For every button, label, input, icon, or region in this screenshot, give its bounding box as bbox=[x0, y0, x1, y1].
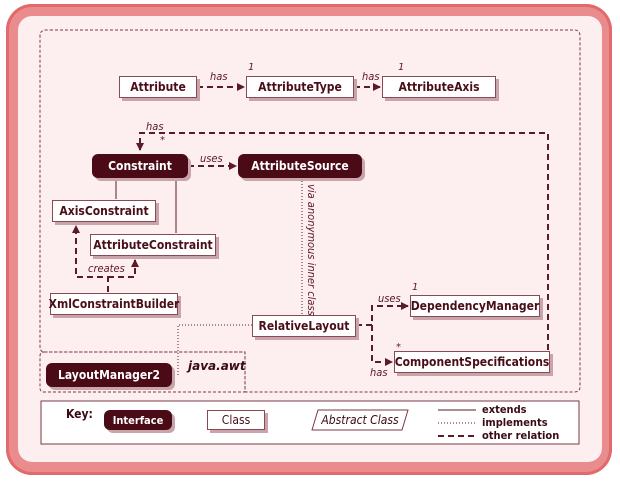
class-xmlconstraintbuilder[interactable]: XmlConstraintBuilder bbox=[49, 293, 179, 315]
class-relativelayout[interactable]: RelativeLayout bbox=[252, 315, 356, 337]
edge-relativelayout-has-componentspecs bbox=[371, 325, 393, 366]
key-title: Key: bbox=[66, 407, 93, 421]
class-dependencymanager[interactable]: DependencyManager bbox=[410, 295, 540, 317]
class-attributeconstraint[interactable]: AttributeConstraint bbox=[90, 234, 216, 256]
mult-attribute-axis: 1 bbox=[398, 62, 405, 73]
class-axisconstraint[interactable]: AxisConstraint bbox=[52, 200, 156, 222]
key-extends-label: extends bbox=[482, 403, 527, 416]
interface-attributesource[interactable]: AttributeSource bbox=[238, 154, 362, 178]
key-other-relation-label: other relation bbox=[482, 429, 560, 442]
java-awt-package-boundary bbox=[39, 351, 246, 393]
mult-componentspecs: * bbox=[396, 342, 401, 353]
label-via-anonymous-inner-class: via anonymous inner class bbox=[305, 184, 318, 316]
label-has-attribute-type: has bbox=[210, 70, 228, 83]
label-has-attribute-axis: has bbox=[362, 70, 380, 83]
key-interface-sample: Interface bbox=[104, 410, 172, 430]
label-uses-attributesource: uses bbox=[200, 152, 223, 165]
package-label-java-awt: java.awt bbox=[188, 359, 246, 373]
key-abstract-class-label: Abstract Class bbox=[321, 413, 399, 427]
mult-constraint: * bbox=[160, 135, 165, 146]
class-componentspecifications[interactable]: ComponentSpecifications bbox=[394, 351, 550, 373]
key-abstract-class-shape bbox=[311, 409, 409, 431]
key-class-sample: Class bbox=[207, 410, 265, 430]
label-has-constraint: has bbox=[146, 120, 164, 133]
mult-attribute-type: 1 bbox=[248, 62, 255, 73]
key-implements-label: implements bbox=[482, 416, 548, 429]
class-attributetype[interactable]: AttributeType bbox=[246, 76, 354, 98]
class-attributeaxis[interactable]: AttributeAxis bbox=[382, 76, 496, 98]
edge-componentspecs-has-constraint bbox=[136, 132, 549, 350]
label-has-componentspecs: has bbox=[370, 366, 388, 379]
edge-builder-creates-axisconstraint bbox=[72, 225, 109, 292]
label-uses-dependencymanager: uses bbox=[378, 292, 401, 305]
edge-relativelayout-implements-layoutmanager2 bbox=[177, 324, 252, 375]
interface-layoutmanager2[interactable]: LayoutManager2 bbox=[46, 363, 172, 387]
edge-relativelayout-uses-dependencymanager bbox=[356, 302, 409, 326]
class-attribute[interactable]: Attribute bbox=[119, 76, 197, 98]
label-creates: creates bbox=[88, 262, 125, 275]
mult-dependencymanager: 1 bbox=[412, 282, 419, 293]
interface-constraint[interactable]: Constraint bbox=[92, 154, 188, 178]
